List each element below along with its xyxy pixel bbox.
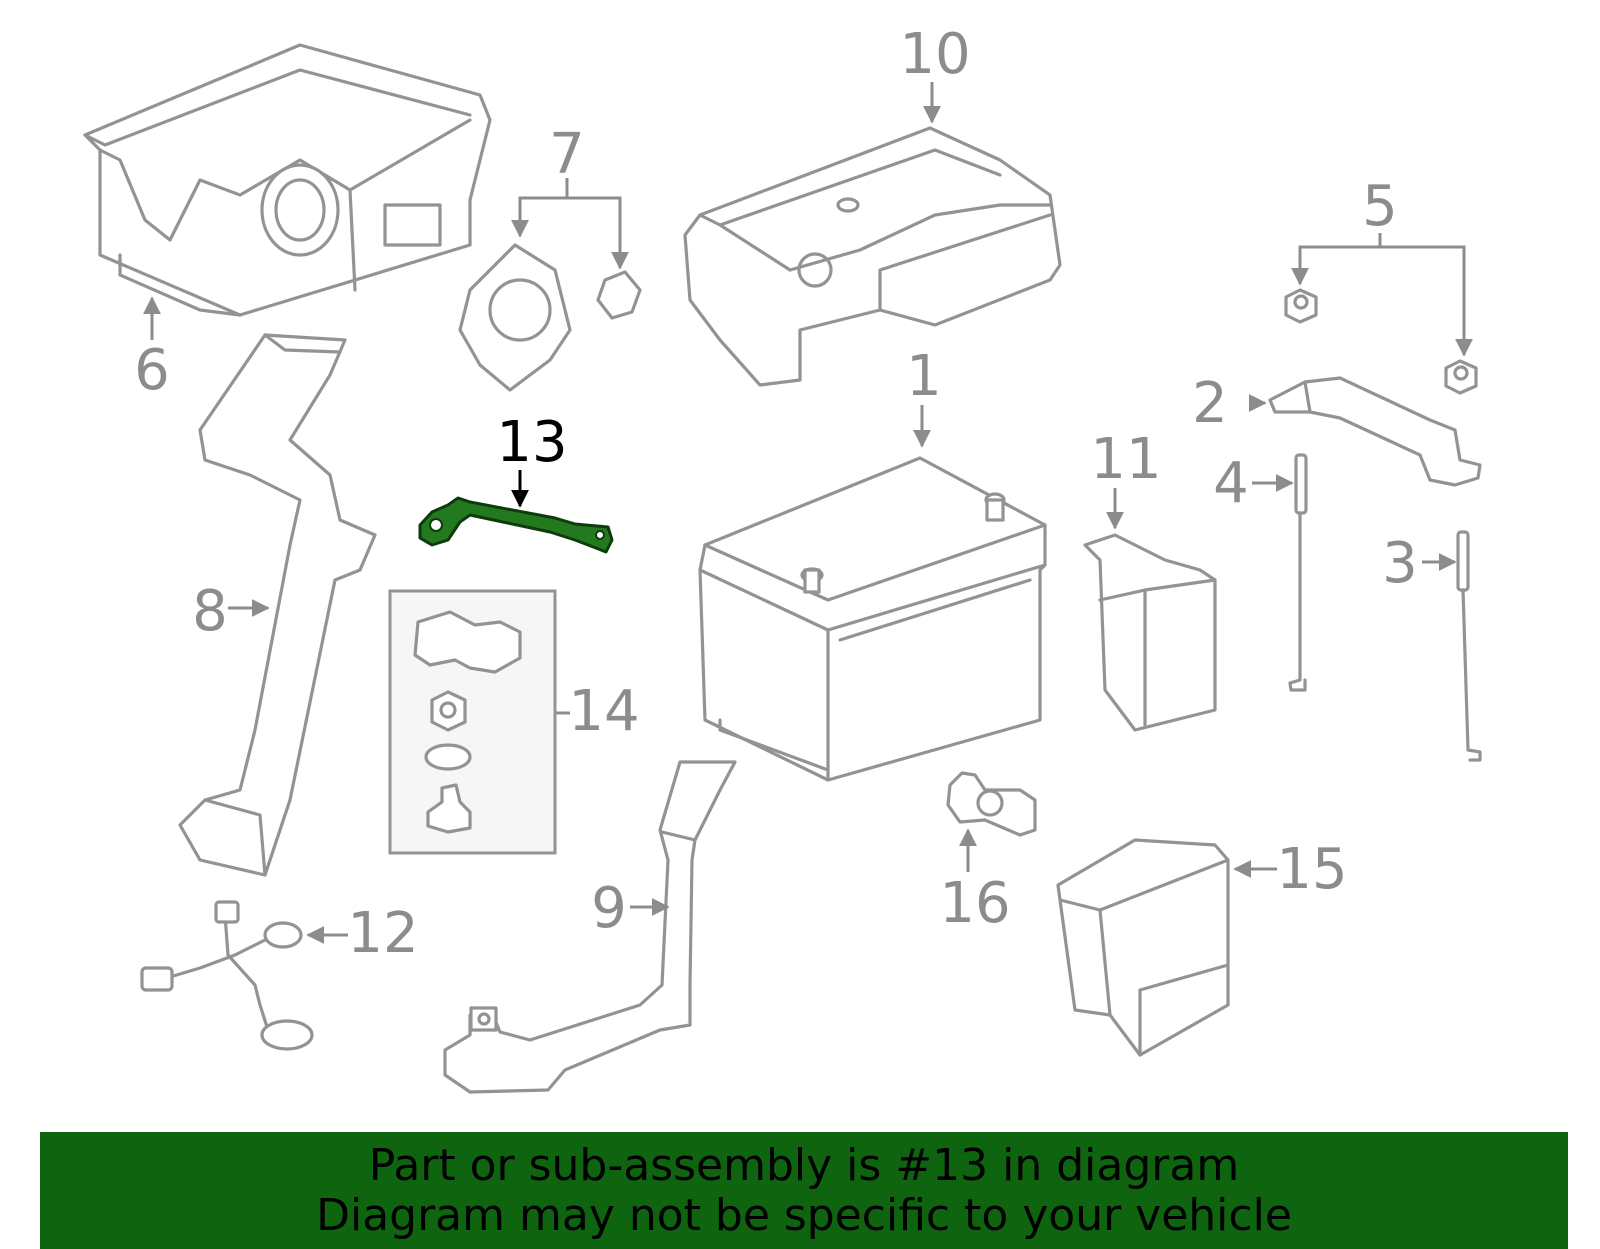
part-7-cover-assembly [458,243,642,392]
leader-7b [567,196,629,270]
part-12-harness [140,900,314,1051]
callout-7: 7 [549,122,585,187]
callout-16: 16 [939,871,1010,936]
part-5-nuts [1284,288,1478,395]
banner-line-disclaimer: Diagram may not be specific to your vehi… [316,1189,1292,1241]
banner-line-part-number: Part or sub-assembly is #13 in diagram [368,1139,1240,1191]
part-3-rod [1456,530,1482,762]
part-8-duct [178,333,377,877]
part-14-kit-box [388,589,557,855]
callout-2: 2 [1192,371,1228,436]
callout-11: 11 [1090,427,1161,492]
leader-5b [1380,245,1473,357]
callout-13: 13 [496,410,567,475]
part-11-terminal-cover [1083,533,1217,732]
callout-9: 9 [591,876,627,941]
part-1-battery [698,456,1047,782]
part-10-battery-cover [683,126,1062,387]
part-6-battery-box [83,43,492,317]
callout-6: 6 [134,338,170,403]
part-9-cable [443,760,737,1094]
callout-15: 15 [1276,837,1347,902]
callout-3: 3 [1382,531,1418,596]
part-16-sensor [946,771,1037,837]
callout-8: 8 [192,579,228,644]
leader-5a [1291,233,1382,286]
part-13-cable [418,496,614,554]
leader-7a [511,178,569,238]
part-2-hold-down-bracket [1268,376,1482,487]
callout-4: 4 [1213,451,1249,516]
callout-12: 12 [347,901,418,966]
part-15-fuse-block [1056,838,1230,1057]
part-4-rod [1288,453,1308,692]
callout-1: 1 [906,344,942,409]
callout-5: 5 [1362,174,1398,239]
callout-14: 14 [568,679,639,744]
callout-10: 10 [899,22,970,87]
info-banner: Part or sub-assembly is #13 in diagram D… [40,1132,1568,1249]
